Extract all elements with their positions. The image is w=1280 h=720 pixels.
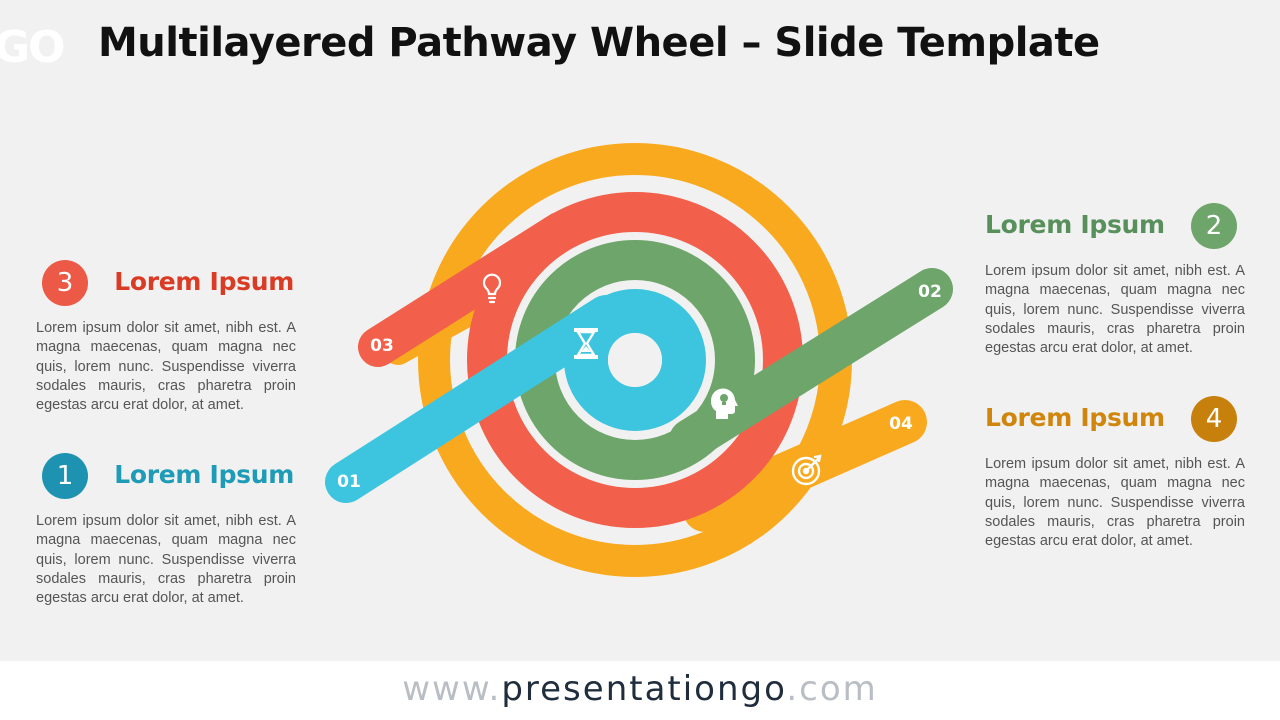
- step-3-body: Lorem ipsum dolor sit amet, nibh est. A …: [36, 320, 296, 414]
- hourglass-icon: [574, 328, 598, 359]
- wheel-hub: [608, 333, 662, 387]
- step-tag-03: 03: [370, 336, 394, 356]
- step-3-badge: 3: [42, 260, 88, 306]
- tail-1: [325, 295, 627, 503]
- url-prefix: www.: [402, 669, 502, 709]
- step-2-body: Lorem ipsum dolor sit amet, nibh est. A …: [985, 263, 1245, 357]
- page-title: Multilayered Pathway Wheel – Slide Templ…: [98, 20, 1100, 66]
- head-idea-icon: [710, 388, 738, 419]
- step-tag-01: 01: [337, 472, 361, 492]
- layer-1-pathway: [325, 289, 706, 503]
- step-tag-04: 04: [889, 414, 913, 434]
- step-4-body: Lorem ipsum dolor sit amet, nibh est. A …: [985, 456, 1245, 550]
- step-2-heading: Lorem Ipsum: [985, 210, 1165, 239]
- lightbulb-icon: [482, 273, 502, 304]
- step-1-block: 1 Lorem Ipsum Lorem ipsum dolor sit amet…: [36, 452, 296, 608]
- ring-1: [564, 289, 706, 431]
- step-1-heading: Lorem Ipsum: [114, 460, 294, 489]
- step-4-heading: Lorem Ipsum: [985, 403, 1165, 432]
- step-1-body: Lorem ipsum dolor sit amet, nibh est. A …: [36, 513, 296, 607]
- url-brand: presentationgo: [501, 669, 787, 709]
- tail-2: [669, 268, 953, 461]
- url-suffix: .com: [786, 669, 878, 709]
- tail-3: [358, 212, 580, 367]
- tail-4: [683, 400, 927, 532]
- step-1-badge: 1: [42, 453, 88, 499]
- step-tag-02: 02: [918, 282, 942, 302]
- pathway-wheel-diagram: 01 02 03 04: [325, 143, 953, 577]
- step-4-badge: 4: [1191, 396, 1237, 442]
- step-3-block: 3 Lorem Ipsum Lorem ipsum dolor sit amet…: [36, 259, 296, 415]
- footer-bar: [0, 661, 1280, 720]
- step-2-badge: 2: [1191, 203, 1237, 249]
- logo: GO: [0, 22, 66, 73]
- footer-url[interactable]: www.presentationgo.com: [0, 669, 1280, 709]
- step-4-block: Lorem Ipsum 4 Lorem ipsum dolor sit amet…: [985, 395, 1245, 551]
- step-2-block: Lorem Ipsum 2 Lorem ipsum dolor sit amet…: [985, 202, 1245, 358]
- target-icon: [791, 454, 822, 486]
- step-3-heading: Lorem Ipsum: [114, 267, 294, 296]
